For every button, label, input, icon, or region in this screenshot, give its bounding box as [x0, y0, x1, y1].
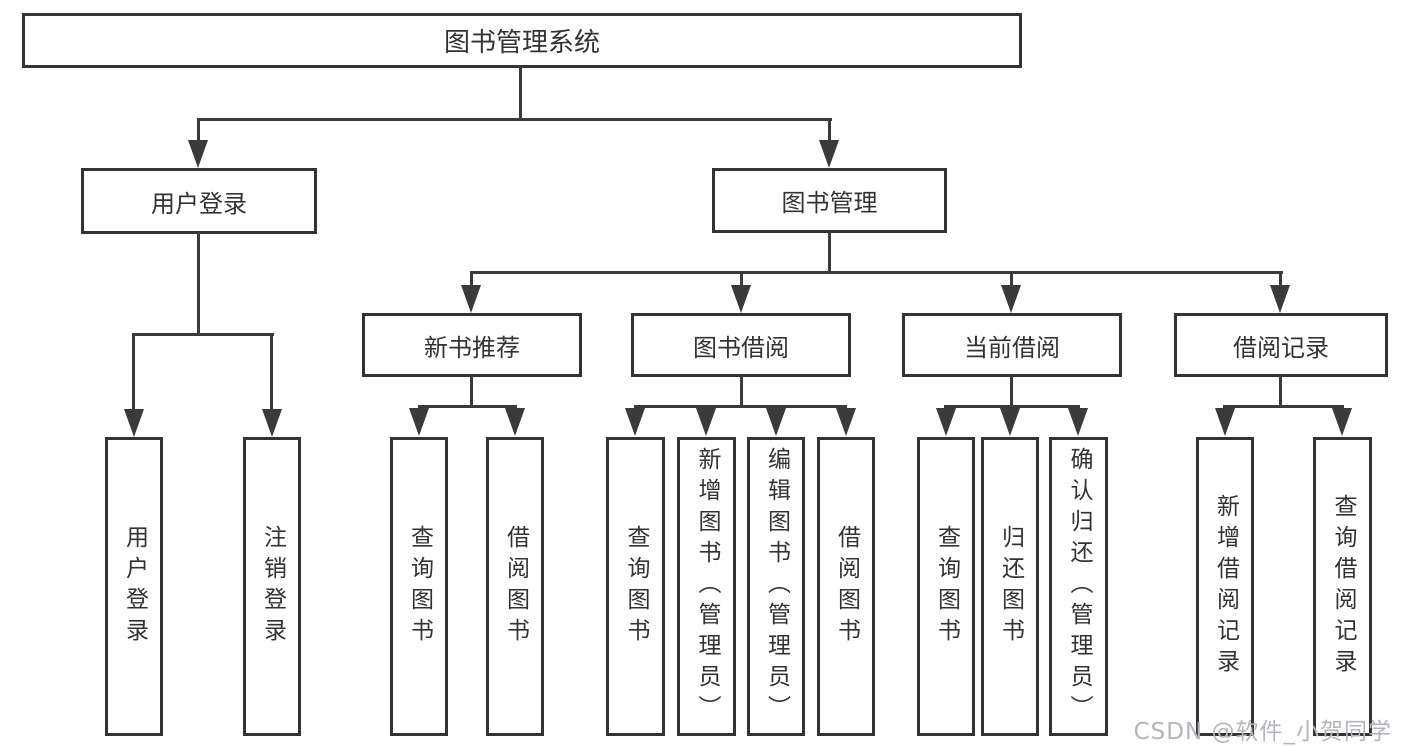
- node-book-borrow: 图书借阅: [631, 313, 851, 377]
- arrowhead-icon: [124, 409, 144, 437]
- arrowhead-icon: [409, 408, 429, 436]
- leaf-user-login: 用户登录: [105, 437, 163, 736]
- csdn-watermark: CSDN @软件_小贺同学: [1133, 719, 1392, 745]
- leaf-confirm-return-admin: 确认归还（管理员）: [1049, 437, 1108, 736]
- connector-records-stub: [1279, 375, 1282, 407]
- arrowhead-icon: [1000, 408, 1020, 436]
- node-user-login: 用户登录: [81, 168, 317, 234]
- connector-book-mgmt-stem-2: [740, 271, 743, 287]
- connector-root-stub: [519, 66, 522, 120]
- arrowhead-icon: [1332, 408, 1352, 436]
- connector-current-hline: [944, 405, 1080, 408]
- arrowhead-icon: [1270, 285, 1290, 313]
- connector-book-mgmt-hline: [470, 271, 1283, 274]
- leaf-borrow-books: 借阅图书: [817, 437, 875, 736]
- arrowhead-icon: [836, 408, 856, 436]
- leaf-edit-books-admin: 编辑图书（管理员）: [747, 437, 805, 736]
- arrowhead-icon: [262, 409, 282, 437]
- leaf-query-books-current: 查询图书: [917, 437, 975, 736]
- connector-root-hline: [197, 118, 832, 121]
- leaf-query-borrow-record: 查询借阅记录: [1313, 437, 1372, 736]
- arrowhead-icon: [1068, 408, 1088, 436]
- connector-borrow-stub: [740, 375, 743, 407]
- connector-book-mgmt-stub: [828, 232, 831, 273]
- connector-user-login-stub: [197, 232, 200, 335]
- connector-root-stem-left: [197, 118, 200, 144]
- leaf-borrow-books-recommend: 借阅图书: [486, 437, 544, 736]
- node-borrow-records: 借阅记录: [1174, 313, 1388, 377]
- connector-borrow-hline: [634, 405, 847, 408]
- connector-book-mgmt-stem-4: [1279, 271, 1282, 287]
- connector-user-login-stem-1: [132, 333, 135, 411]
- arrowhead-icon: [936, 408, 956, 436]
- leaf-return-books: 归还图书: [981, 437, 1039, 736]
- leaf-query-books-borrow: 查询图书: [606, 437, 665, 736]
- connector-user-login-hline: [132, 333, 274, 336]
- arrowhead-icon: [188, 140, 208, 168]
- connector-root-stem-right: [828, 118, 831, 144]
- connector-recommend-stub: [470, 375, 473, 407]
- arrowhead-icon: [1001, 285, 1021, 313]
- arrowhead-icon: [696, 408, 716, 436]
- connector-recommend-hline: [418, 405, 517, 408]
- node-book-management-system: 图书管理系统: [22, 13, 1022, 68]
- arrowhead-icon: [1215, 408, 1235, 436]
- connector-book-mgmt-stem-3: [1010, 271, 1013, 287]
- node-book-management: 图书管理: [712, 168, 947, 233]
- leaf-add-borrow-record: 新增借阅记录: [1196, 437, 1254, 736]
- arrowhead-icon: [461, 285, 481, 313]
- node-new-book-recommend: 新书推荐: [362, 313, 582, 377]
- leaf-add-books-admin: 新增图书（管理员）: [677, 437, 736, 736]
- leaf-logout: 注销登录: [243, 437, 301, 736]
- arrowhead-icon: [625, 408, 645, 436]
- connector-records-hline: [1223, 405, 1344, 408]
- arrowhead-icon: [819, 140, 839, 168]
- arrowhead-icon: [731, 285, 751, 313]
- connector-current-stub: [1010, 375, 1013, 407]
- arrowhead-icon: [766, 408, 786, 436]
- node-current-borrow: 当前借阅: [902, 313, 1122, 377]
- connector-book-mgmt-stem-1: [470, 271, 473, 287]
- arrowhead-icon: [505, 408, 525, 436]
- leaf-query-books-recommend: 查询图书: [390, 437, 448, 736]
- connector-user-login-stem-2: [270, 333, 273, 411]
